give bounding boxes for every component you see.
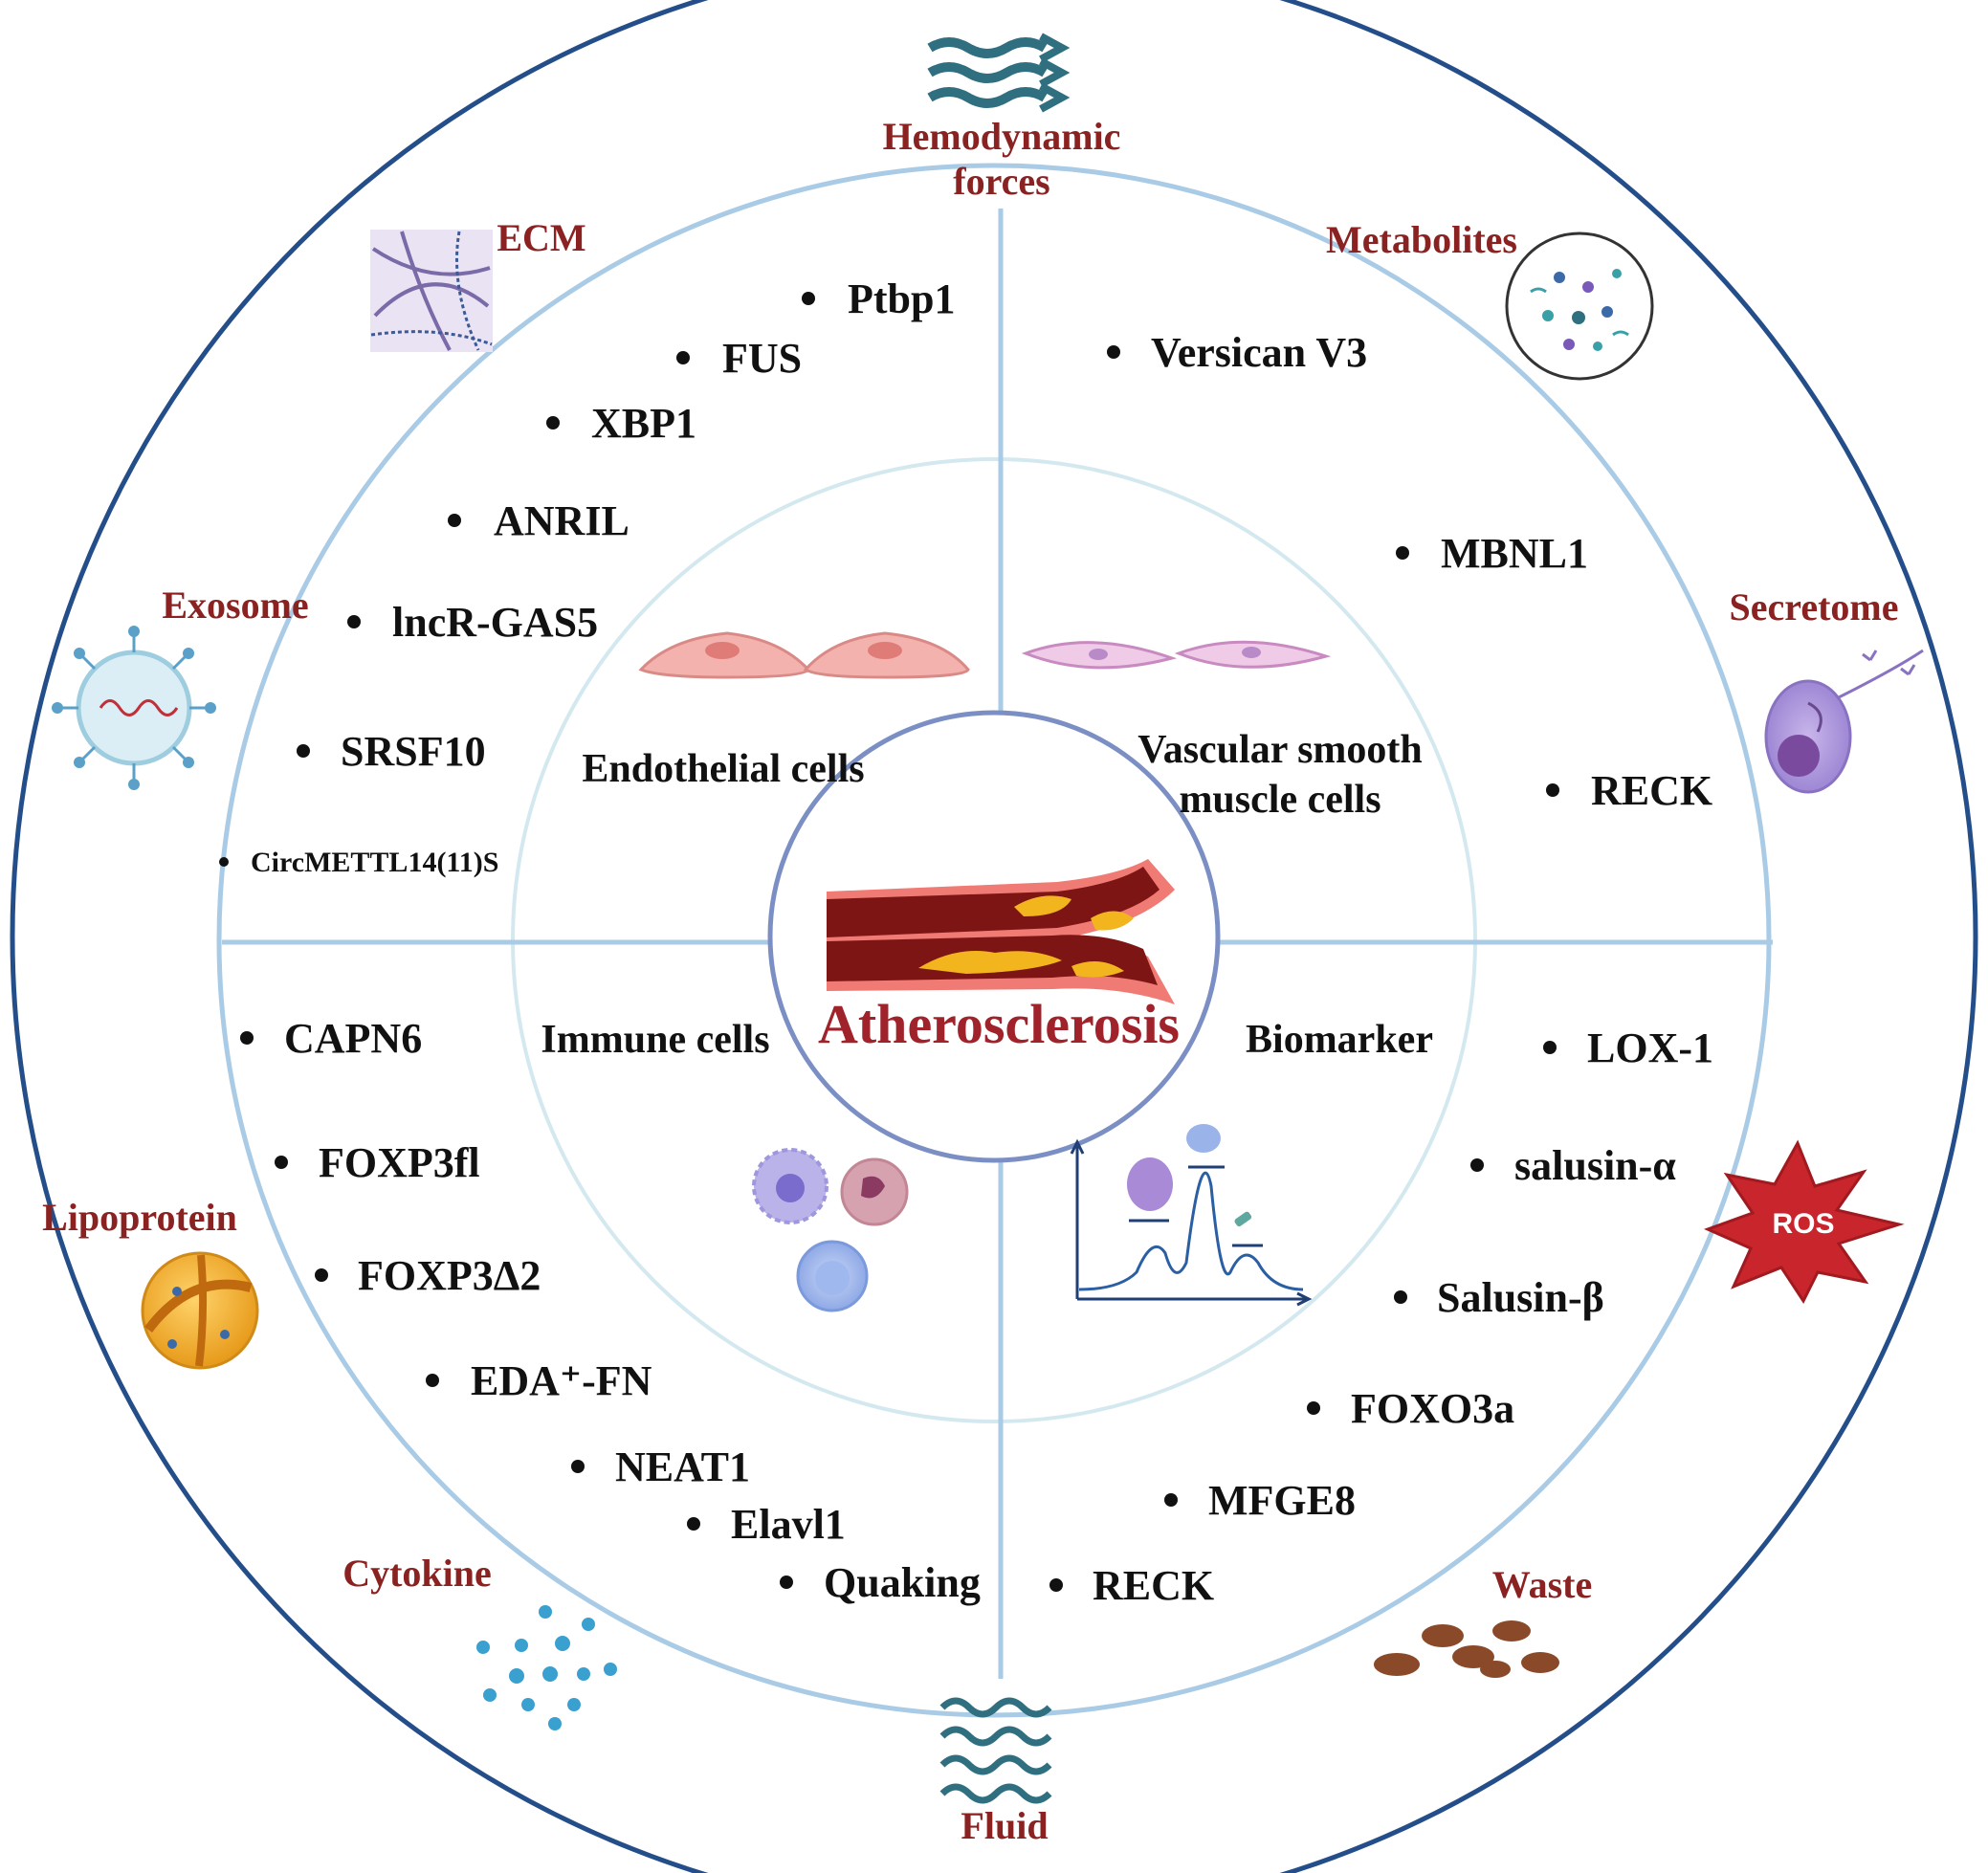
gene-salusin-alpha: salusin-α	[1514, 1142, 1676, 1189]
biomarker-chart-icon	[1070, 1124, 1313, 1307]
gene-salusin-beta: Salusin-β	[1437, 1274, 1604, 1321]
center-title: Atherosclerosis	[818, 993, 1180, 1055]
env-label-fluid: Fluid	[961, 1804, 1048, 1847]
gene-bullet	[315, 1268, 328, 1282]
gene-bullet	[297, 744, 310, 758]
gene-bullet	[571, 1460, 585, 1473]
env-label-hemodynamic-2: forces	[953, 160, 1049, 203]
gene-bullet	[426, 1374, 439, 1387]
env-label-exosome: Exosome	[162, 584, 308, 627]
gene-ptbp1: Ptbp1	[848, 275, 955, 322]
gene-neat1: NEAT1	[615, 1443, 750, 1490]
quadrant-title-vsmc-line1: Vascular smooth	[1138, 728, 1423, 772]
gene-fus: FUS	[722, 335, 802, 382]
gene-bullet	[1394, 1290, 1407, 1304]
ecm-icon	[370, 230, 493, 352]
ros-icon	[1703, 1139, 1905, 1305]
gene-reck-biomarker: RECK	[1093, 1562, 1214, 1609]
hemodynamic-forces-icon	[927, 33, 1071, 113]
gene-quaking: Quaking	[824, 1559, 981, 1606]
gene-foxo3a: FOXO3a	[1351, 1385, 1514, 1432]
quadrant-title-immune: Immune cells	[541, 1018, 769, 1062]
env-label-lipoprotein: Lipoprotein	[42, 1196, 237, 1239]
gene-mfge8: MFGE8	[1208, 1477, 1356, 1524]
ros-label: ROS	[1772, 1208, 1834, 1240]
env-label-secretome: Secretome	[1730, 585, 1899, 628]
metabolites-icon	[1505, 231, 1654, 381]
env-label-hemodynamic-1: Hemodynamic	[883, 115, 1121, 158]
endothelial-cell-icon	[638, 631, 970, 679]
vsmc-icon	[1021, 640, 1332, 670]
gene-bullet	[546, 416, 560, 430]
gene-bullet	[347, 615, 361, 628]
gene-bullet	[1107, 345, 1120, 359]
gene-srsf10: SRSF10	[341, 728, 486, 775]
quadrant-title-endothelial: Endothelial cells	[582, 747, 864, 791]
gene-bullet	[1546, 783, 1559, 797]
gene-bullet	[1049, 1578, 1063, 1592]
immune-cells-icon	[752, 1148, 909, 1312]
env-label-metabolites: Metabolites	[1326, 218, 1517, 261]
exosome-icon	[52, 626, 216, 790]
gene-versican-v3: Versican V3	[1151, 329, 1367, 376]
gene-bullet	[240, 1031, 254, 1045]
gene-bullet	[1307, 1401, 1320, 1415]
gene-bullet	[219, 857, 229, 867]
artery-icon	[827, 859, 1175, 1004]
gene-bullet	[687, 1517, 700, 1531]
outer-ring	[10, 0, 1978, 1873]
quadrant-title-vsmc-line2: muscle cells	[1179, 778, 1381, 822]
gene-mbnl1: MBNL1	[1441, 530, 1588, 577]
gene-circmettl14: CircMETTL14(11)S	[251, 847, 498, 878]
gene-capn6: CAPN6	[284, 1015, 422, 1062]
gene-xbp1: XBP1	[591, 400, 696, 447]
env-label-waste: Waste	[1492, 1563, 1592, 1606]
gene-bullet	[1470, 1158, 1484, 1172]
gene-bullet	[1543, 1041, 1557, 1054]
gene-eda-fn: EDA⁺-FN	[471, 1357, 652, 1404]
gene-bullet	[780, 1576, 793, 1589]
gene-bullet	[448, 514, 461, 527]
gene-foxp3d2: FOXP3Δ2	[358, 1252, 541, 1299]
gene-lncr-gas5: lncR-GAS5	[392, 599, 598, 646]
gene-bullet	[1164, 1493, 1178, 1507]
quadrant-title-biomarker: Biomarker	[1246, 1018, 1433, 1062]
cytokine-icon	[476, 1605, 617, 1730]
gene-reck-vsmc: RECK	[1591, 767, 1712, 814]
gene-bullet	[1396, 546, 1409, 560]
gene-bullet	[802, 292, 815, 305]
gene-lox-1: LOX-1	[1587, 1025, 1713, 1071]
gene-foxp3fl: FOXP3fl	[319, 1139, 480, 1186]
gene-elavl1: Elavl1	[731, 1501, 846, 1548]
env-label-cytokine: Cytokine	[342, 1552, 492, 1595]
secretome-icon	[1764, 649, 1924, 794]
env-label-ecm: ECM	[497, 216, 585, 259]
gene-bullet	[676, 351, 690, 364]
fluid-icon	[939, 1697, 1052, 1804]
lipoprotein-icon	[141, 1251, 259, 1370]
gene-anril: ANRIL	[494, 497, 630, 544]
gene-bullet	[275, 1156, 288, 1169]
waste-icon	[1374, 1620, 1559, 1678]
